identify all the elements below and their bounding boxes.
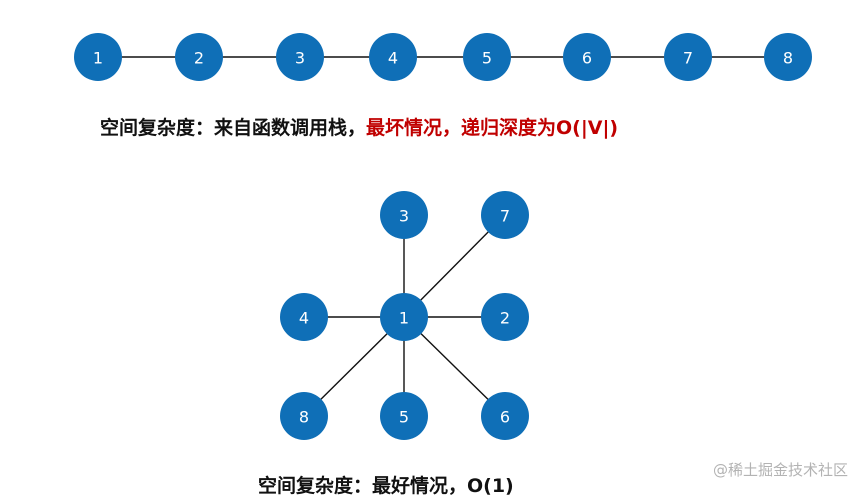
watermark: @稀土掘金技术社区 (712, 461, 848, 479)
star-node-7: 7 (481, 191, 529, 239)
chain-node-label: 7 (683, 49, 693, 68)
star-graph-nodes: 1 2 3 4 5 6 7 8 (280, 191, 529, 440)
chain-node-circle (764, 33, 812, 81)
chain-node-label: 5 (482, 49, 492, 68)
star-node-circle (280, 392, 328, 440)
chain-node-label: 2 (194, 49, 204, 68)
chain-node-2: 2 (175, 33, 223, 81)
chain-node-8: 8 (764, 33, 812, 81)
chain-node-circle (664, 33, 712, 81)
chain-node-label: 4 (388, 49, 398, 68)
chain-node-circle (563, 33, 611, 81)
chain-node-label: 1 (93, 49, 103, 68)
chain-node-label: 3 (295, 49, 305, 68)
chain-node-circle (175, 33, 223, 81)
chain-node-circle (369, 33, 417, 81)
chain-node-1: 1 (74, 33, 122, 81)
worst-case-caption-prefix: 空间复杂度：来自函数调用栈， (100, 117, 367, 139)
star-node-label: 5 (399, 408, 409, 427)
star-node-3: 3 (380, 191, 428, 239)
star-node-label: 8 (299, 408, 309, 427)
chain-node-label: 6 (582, 49, 592, 68)
best-case-caption: 空间复杂度：最好情况，O(1) (258, 475, 514, 497)
star-node-1: 1 (380, 293, 428, 341)
chain-node-circle (74, 33, 122, 81)
worst-case-caption: 空间复杂度：来自函数调用栈，最坏情况，递归深度为O(|V|) (100, 113, 618, 140)
chain-graph-nodes: 1 2 3 4 5 6 7 8 (74, 33, 812, 81)
star-node-circle (481, 191, 529, 239)
star-node-label: 3 (399, 207, 409, 226)
star-node-circle (481, 392, 529, 440)
star-node-circle (380, 293, 428, 341)
chain-node-label: 8 (783, 49, 793, 68)
star-node-8: 8 (280, 392, 328, 440)
chain-node-3: 3 (276, 33, 324, 81)
star-node-label: 6 (500, 408, 510, 427)
chain-node-4: 4 (369, 33, 417, 81)
star-node-4: 4 (280, 293, 328, 341)
star-node-5: 5 (380, 392, 428, 440)
star-node-circle (380, 191, 428, 239)
star-node-label: 2 (500, 309, 510, 328)
star-node-2: 2 (481, 293, 529, 341)
chain-node-6: 6 (563, 33, 611, 81)
star-node-circle (280, 293, 328, 341)
star-node-label: 1 (399, 309, 409, 328)
star-node-label: 4 (299, 309, 309, 328)
star-node-6: 6 (481, 392, 529, 440)
star-node-label: 7 (500, 207, 510, 226)
chain-node-5: 5 (463, 33, 511, 81)
chain-node-circle (463, 33, 511, 81)
star-node-circle (380, 392, 428, 440)
star-node-circle (481, 293, 529, 341)
chain-node-7: 7 (664, 33, 712, 81)
chain-node-circle (276, 33, 324, 81)
worst-case-caption-highlight: 最坏情况，递归深度为O(|V|) (366, 117, 619, 139)
